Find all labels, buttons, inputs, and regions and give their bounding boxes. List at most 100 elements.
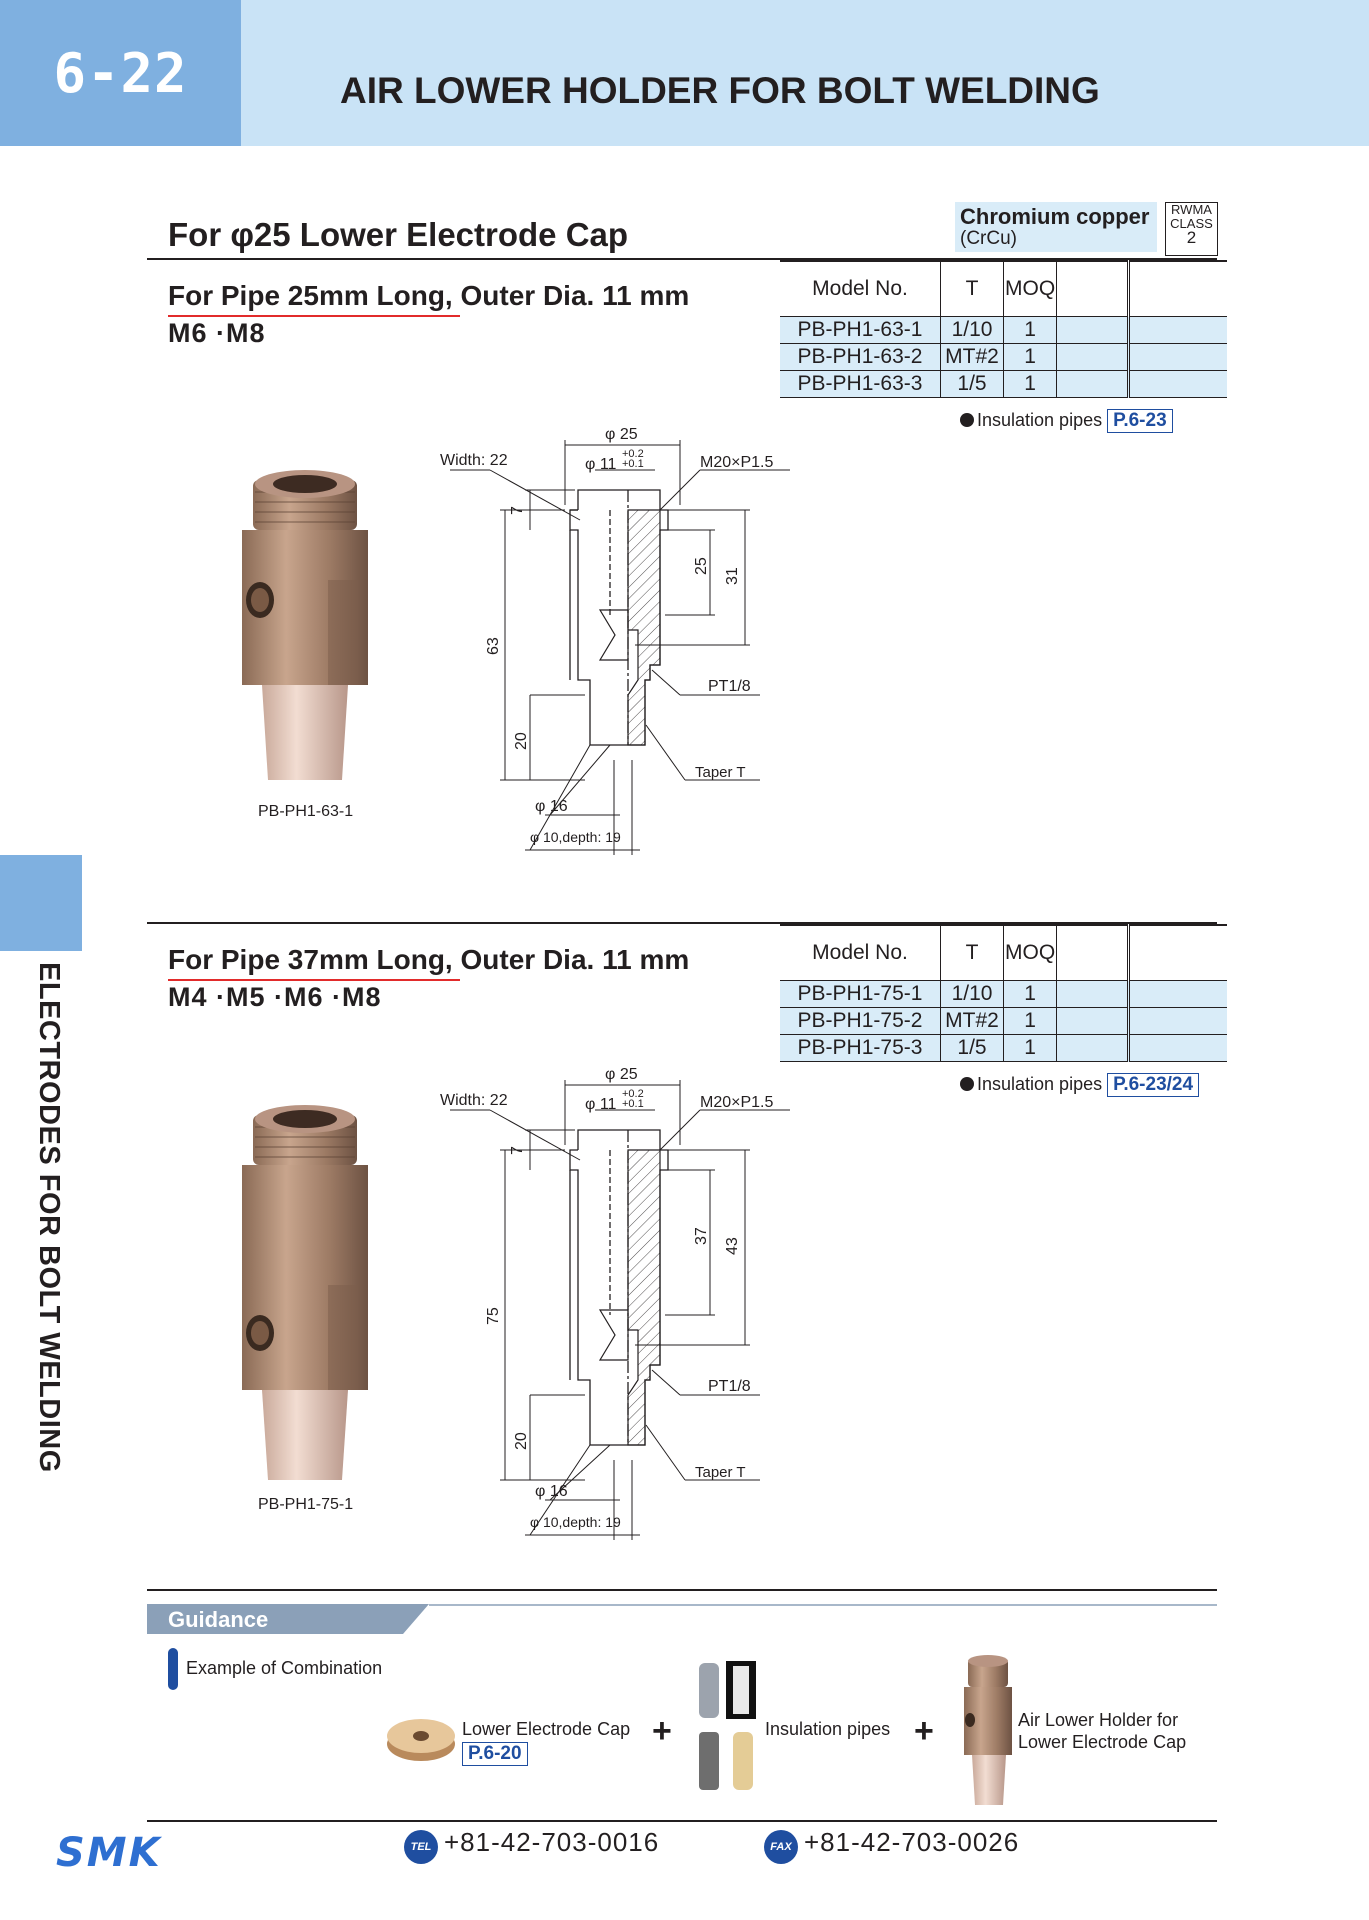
cell-blank	[1128, 1034, 1228, 1062]
dim-tol-plus: +0.2	[622, 448, 644, 460]
col-blank-2	[1128, 925, 1228, 981]
rwma-class: 2	[1186, 228, 1197, 247]
col-moq: MOQ	[1003, 261, 1058, 317]
cell-model: PB-PH1-63-1	[780, 316, 941, 344]
cell-t: 1/5	[940, 1034, 1004, 1062]
page-number: 6-22	[0, 0, 241, 146]
product-2-drawing: Width: 22 φ 25 φ 11 +0.2 +0.1 M20×P1.5 7…	[440, 1066, 790, 1540]
dim-taper: Taper T	[695, 1464, 746, 1481]
cell-moq: 1	[1003, 316, 1058, 344]
dim-taper: Taper T	[695, 764, 746, 781]
side-tab	[0, 855, 82, 951]
cell-model: PB-PH1-63-3	[780, 370, 941, 398]
product-1-drawing: Width: 22 φ 25 φ 11 +0.2 +0.1 M20×P1.5 7…	[440, 426, 790, 855]
guidance-item-holder-label-1: Air Lower Holder for	[1018, 1710, 1179, 1730]
table-row: PB-PH1-63-1 1/10 1	[780, 316, 1228, 344]
section-rule	[147, 258, 1217, 260]
section-title: For φ25 Lower Electrode Cap	[168, 216, 629, 253]
material-box	[955, 202, 1157, 252]
cell-t: 1/10	[940, 980, 1004, 1008]
dim-total: 75	[485, 1307, 502, 1325]
col-blank-2	[1128, 261, 1228, 317]
product-1-subtitle: For Pipe 25mm Long, Outer Dia. 11 mm	[168, 280, 689, 312]
guidance-item-cap-label: Lower Electrode Cap	[462, 1719, 631, 1739]
guidance-rule	[147, 1589, 1217, 1591]
dim-total: 63	[485, 637, 502, 655]
product-1-underline	[168, 315, 460, 317]
product-divider	[147, 922, 1217, 924]
product-1-insulation-note: Insulation pipes P.6-23	[960, 409, 1173, 433]
cell-t: 1/5	[940, 370, 1004, 398]
product-1-photo	[242, 470, 368, 780]
dim-tol-minus: +0.1	[622, 458, 644, 470]
col-blank-1	[1056, 925, 1131, 981]
cell-moq: 1	[1003, 1034, 1058, 1062]
product-1-subtitle-lead: For Pipe 25mm Long,	[168, 280, 453, 311]
cell-moq: 1	[1003, 370, 1058, 398]
cell-model: PB-PH1-75-3	[780, 1034, 941, 1062]
dim-thread: M20×P1.5	[700, 454, 773, 471]
dim-bore: 43	[724, 1237, 741, 1255]
cell-moq: 1	[1003, 980, 1058, 1008]
cell-blank	[1128, 316, 1228, 344]
guidance-bar	[147, 1604, 1217, 1634]
dim-width: Width: 22	[440, 1092, 508, 1109]
rwma-badge: RWMA CLASS 2	[1165, 202, 1218, 256]
product-2-table: Model No. T MOQ PB-PH1-75-1 1/10 1 PB-PH…	[780, 924, 1228, 1062]
dim-bore: 31	[724, 567, 741, 585]
dim-width: Width: 22	[440, 452, 508, 469]
dim-bottom: 20	[513, 732, 530, 750]
dim-top: 7	[509, 1146, 526, 1155]
cap-ref-link[interactable]: P.6-20	[462, 1742, 528, 1766]
dim-tip-bore: φ 10,depth: 19	[530, 1514, 621, 1530]
dim-port: PT1/8	[708, 1378, 751, 1395]
cell-t: 1/10	[940, 316, 1004, 344]
dim-bottom: 20	[513, 1432, 530, 1450]
plus-1: +	[652, 1712, 672, 1750]
table-row: PB-PH1-63-3 1/5 1	[780, 370, 1228, 398]
cell-blank	[1128, 1007, 1228, 1035]
cell-blank	[1056, 370, 1131, 398]
dim-mid: 25	[693, 557, 710, 575]
insulation-label: Insulation pipes	[977, 1074, 1103, 1094]
footer-fax: FAX+81-42-703-0026	[764, 1827, 1019, 1864]
dim-inner: φ 11	[585, 456, 617, 473]
table-row: PB-PH1-75-2 MT#2 1	[780, 1007, 1228, 1035]
fax-number[interactable]: +81-42-703-0026	[804, 1827, 1020, 1857]
product-2-photo	[242, 1105, 368, 1480]
cell-blank	[1056, 980, 1131, 1008]
side-label: ELECTRODES FOR BOLT WELDING	[33, 962, 65, 1473]
footer-rule	[147, 1820, 1217, 1822]
cell-t: MT#2	[940, 343, 1004, 371]
combo-label: Example of Combination	[186, 1658, 383, 1678]
guidance-item-holder-label-2: Lower Electrode Cap	[1018, 1732, 1187, 1752]
guidance-title: Guidance	[168, 1607, 269, 1632]
guidance-item-cap-ref: P.6-20	[462, 1742, 528, 1766]
table-row: PB-PH1-63-2 MT#2 1	[780, 343, 1228, 371]
product-1-photo-caption: PB-PH1-63-1	[258, 803, 354, 820]
table-row: PB-PH1-75-1 1/10 1	[780, 980, 1228, 1008]
product-2-insulation-note: Insulation pipes P.6-23/24	[960, 1073, 1200, 1097]
air-holder-image	[964, 1655, 1012, 1805]
bullet-icon	[960, 1077, 974, 1091]
plus-2: +	[914, 1712, 934, 1750]
footer-tel: TEL+81-42-703-0016	[404, 1827, 659, 1864]
dim-tol-plus: +0.2	[622, 1088, 644, 1100]
cell-blank	[1056, 1034, 1131, 1062]
dim-top: 7	[509, 506, 526, 515]
cell-moq: 1	[1003, 1007, 1058, 1035]
dim-outer: φ 25	[605, 1066, 638, 1083]
col-blank-1	[1056, 261, 1131, 317]
insulation-ref-link[interactable]: P.6-23/24	[1107, 1073, 1200, 1097]
combo-marker	[168, 1648, 178, 1690]
tel-number[interactable]: +81-42-703-0016	[444, 1827, 660, 1857]
material-name: Chromium copper	[960, 204, 1150, 229]
dim-tip: φ 16	[535, 1483, 568, 1500]
rwma-line2: CLASS	[1170, 216, 1213, 231]
product-2-sizes: M4 ·M5 ·M6 ·M8	[168, 982, 382, 1012]
product-2-subtitle-lead: For Pipe 37mm Long,	[168, 944, 453, 975]
cell-model: PB-PH1-75-2	[780, 1007, 941, 1035]
cell-blank	[1056, 316, 1131, 344]
product-2-photo-caption: PB-PH1-75-1	[258, 1496, 354, 1513]
insulation-ref-link[interactable]: P.6-23	[1107, 409, 1173, 433]
